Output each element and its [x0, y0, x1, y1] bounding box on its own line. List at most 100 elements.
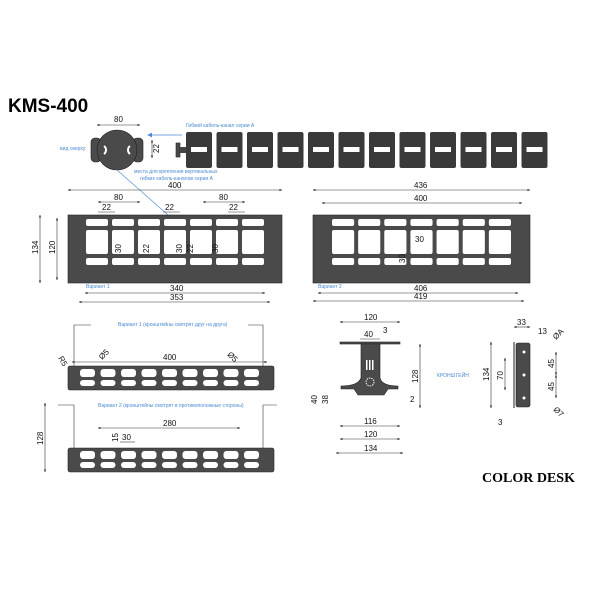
dim-419: 419	[414, 292, 428, 301]
dim-dA: ØA	[551, 326, 566, 341]
panel-cutout	[190, 219, 212, 226]
round-base	[96, 129, 138, 171]
side-slot	[223, 462, 239, 468]
channel-label: Гибкий кабель-канал серии А	[186, 122, 255, 129]
dim-22-a: 22	[102, 203, 111, 212]
dim-280: 280	[163, 419, 177, 428]
side-1-body	[67, 365, 275, 391]
dim-120: 120	[48, 240, 57, 254]
dim-inner-400: 400	[414, 194, 428, 203]
dim-bracket-40: 40	[364, 330, 373, 339]
chain-end	[175, 142, 181, 158]
panel-variant-1: 400 80 80 22 22 22 134 120 30 22 30 22 3…	[31, 181, 283, 304]
dim-bracket-40-h: 40	[310, 395, 319, 404]
panel-cutout	[112, 219, 134, 226]
product-title: KMS-400	[8, 96, 88, 117]
panel-cutout	[86, 219, 108, 226]
dim-22-b: 22	[165, 203, 174, 212]
panel-cutout	[358, 219, 381, 226]
panel-cutout	[216, 219, 238, 226]
panel-cutout	[384, 230, 407, 254]
side-slot	[80, 451, 95, 459]
brand-logo: COLOR DESK	[482, 471, 575, 486]
mount-label-1: места для крепления вертикальных	[134, 169, 218, 175]
bracket-front-view: 120 40 3 128 40 38 2 116 120 134 КРОНШТЕ…	[310, 313, 469, 455]
side-slot	[100, 451, 116, 459]
side-slot	[203, 369, 218, 377]
chain-slot	[343, 147, 360, 152]
side-slot	[203, 451, 218, 459]
side-slot	[203, 380, 218, 386]
mount-label-2: гибких кабель-каналов серии А	[140, 176, 213, 182]
side-slot	[100, 462, 116, 468]
side-slot	[121, 380, 136, 386]
side-slot	[80, 380, 95, 386]
variant-1-label: Вариант 1	[86, 284, 110, 290]
dim-33: 33	[517, 318, 526, 327]
side-slot	[141, 451, 157, 459]
chain-connector	[180, 147, 186, 153]
panel-cutout	[462, 258, 485, 265]
view-label: вид сверху	[60, 146, 86, 152]
dim-30: 30	[122, 433, 131, 442]
dim-406: 406	[414, 284, 428, 293]
panel-cutout	[332, 258, 355, 265]
dim-bracket-134: 134	[364, 444, 378, 453]
panel-cutout	[216, 230, 238, 254]
dim-22-v-b: 22	[186, 244, 195, 253]
dim-22-c: 22	[229, 203, 238, 212]
side-slot	[223, 451, 239, 459]
panel-cutout	[410, 230, 433, 254]
chain-slot	[221, 147, 238, 152]
side-slot	[223, 380, 239, 386]
side-slot	[182, 380, 198, 386]
dim-22: 22	[152, 144, 161, 153]
panel-cutout	[488, 230, 511, 254]
dim-80-left: 80	[114, 193, 123, 202]
panel-cutout	[242, 258, 264, 265]
dim-22-v-a: 22	[142, 244, 151, 253]
side-slot	[182, 451, 198, 459]
side-slot	[244, 380, 259, 386]
side-slot	[244, 451, 259, 459]
dim-bracket-116: 116	[364, 417, 377, 426]
side-1-label: Вариант 1 (кронштейны смотрят друг на др…	[118, 321, 228, 328]
chain-slot	[282, 147, 299, 152]
panel-cutout	[86, 258, 108, 265]
panel-cutout	[190, 258, 212, 265]
dim-side-3: 3	[498, 418, 503, 427]
panel-cutout	[358, 230, 381, 254]
chain-slot	[435, 147, 451, 152]
side-slot	[80, 462, 95, 468]
dim-128: 128	[36, 431, 45, 445]
side-slot	[244, 462, 259, 468]
chain-slot	[191, 147, 207, 152]
panel-cutout	[410, 219, 433, 226]
dim-30-h: 30	[415, 235, 424, 244]
side-slot	[141, 462, 157, 468]
panel-cutout	[462, 230, 485, 254]
panel-cutout	[488, 219, 511, 226]
side-slot	[121, 369, 136, 377]
side-2-body	[67, 447, 275, 473]
side-slot	[162, 451, 177, 459]
variant-2-label: Вариант 2	[318, 284, 342, 290]
panel-cutout	[138, 219, 160, 226]
dim-70: 70	[496, 371, 505, 380]
dim-bracket-38: 38	[321, 395, 330, 404]
dim-30-v: 30	[398, 254, 407, 263]
panel-cutout	[384, 219, 407, 226]
side-view-variant-2: Вариант 2 (кронштейны смотрят в противоп…	[36, 402, 277, 473]
side-slot	[182, 369, 198, 377]
dim-30-c: 30	[211, 244, 220, 253]
bracket-side-view: 33 13 ØA 45 45 Ø7 70 134 3	[482, 318, 566, 427]
side-view-variant-1: Вариант 1 (кронштейны смотрят друг на др…	[56, 321, 275, 391]
panel-cutout	[488, 258, 511, 265]
dim-bracket-128: 128	[411, 369, 420, 383]
panel-cutout	[462, 219, 485, 226]
side-slot	[100, 369, 116, 377]
side-2-label: Вариант 2 (кронштейны смотрят в противоп…	[98, 402, 244, 409]
panel-cutout	[112, 258, 134, 265]
dim-13: 13	[538, 327, 547, 336]
